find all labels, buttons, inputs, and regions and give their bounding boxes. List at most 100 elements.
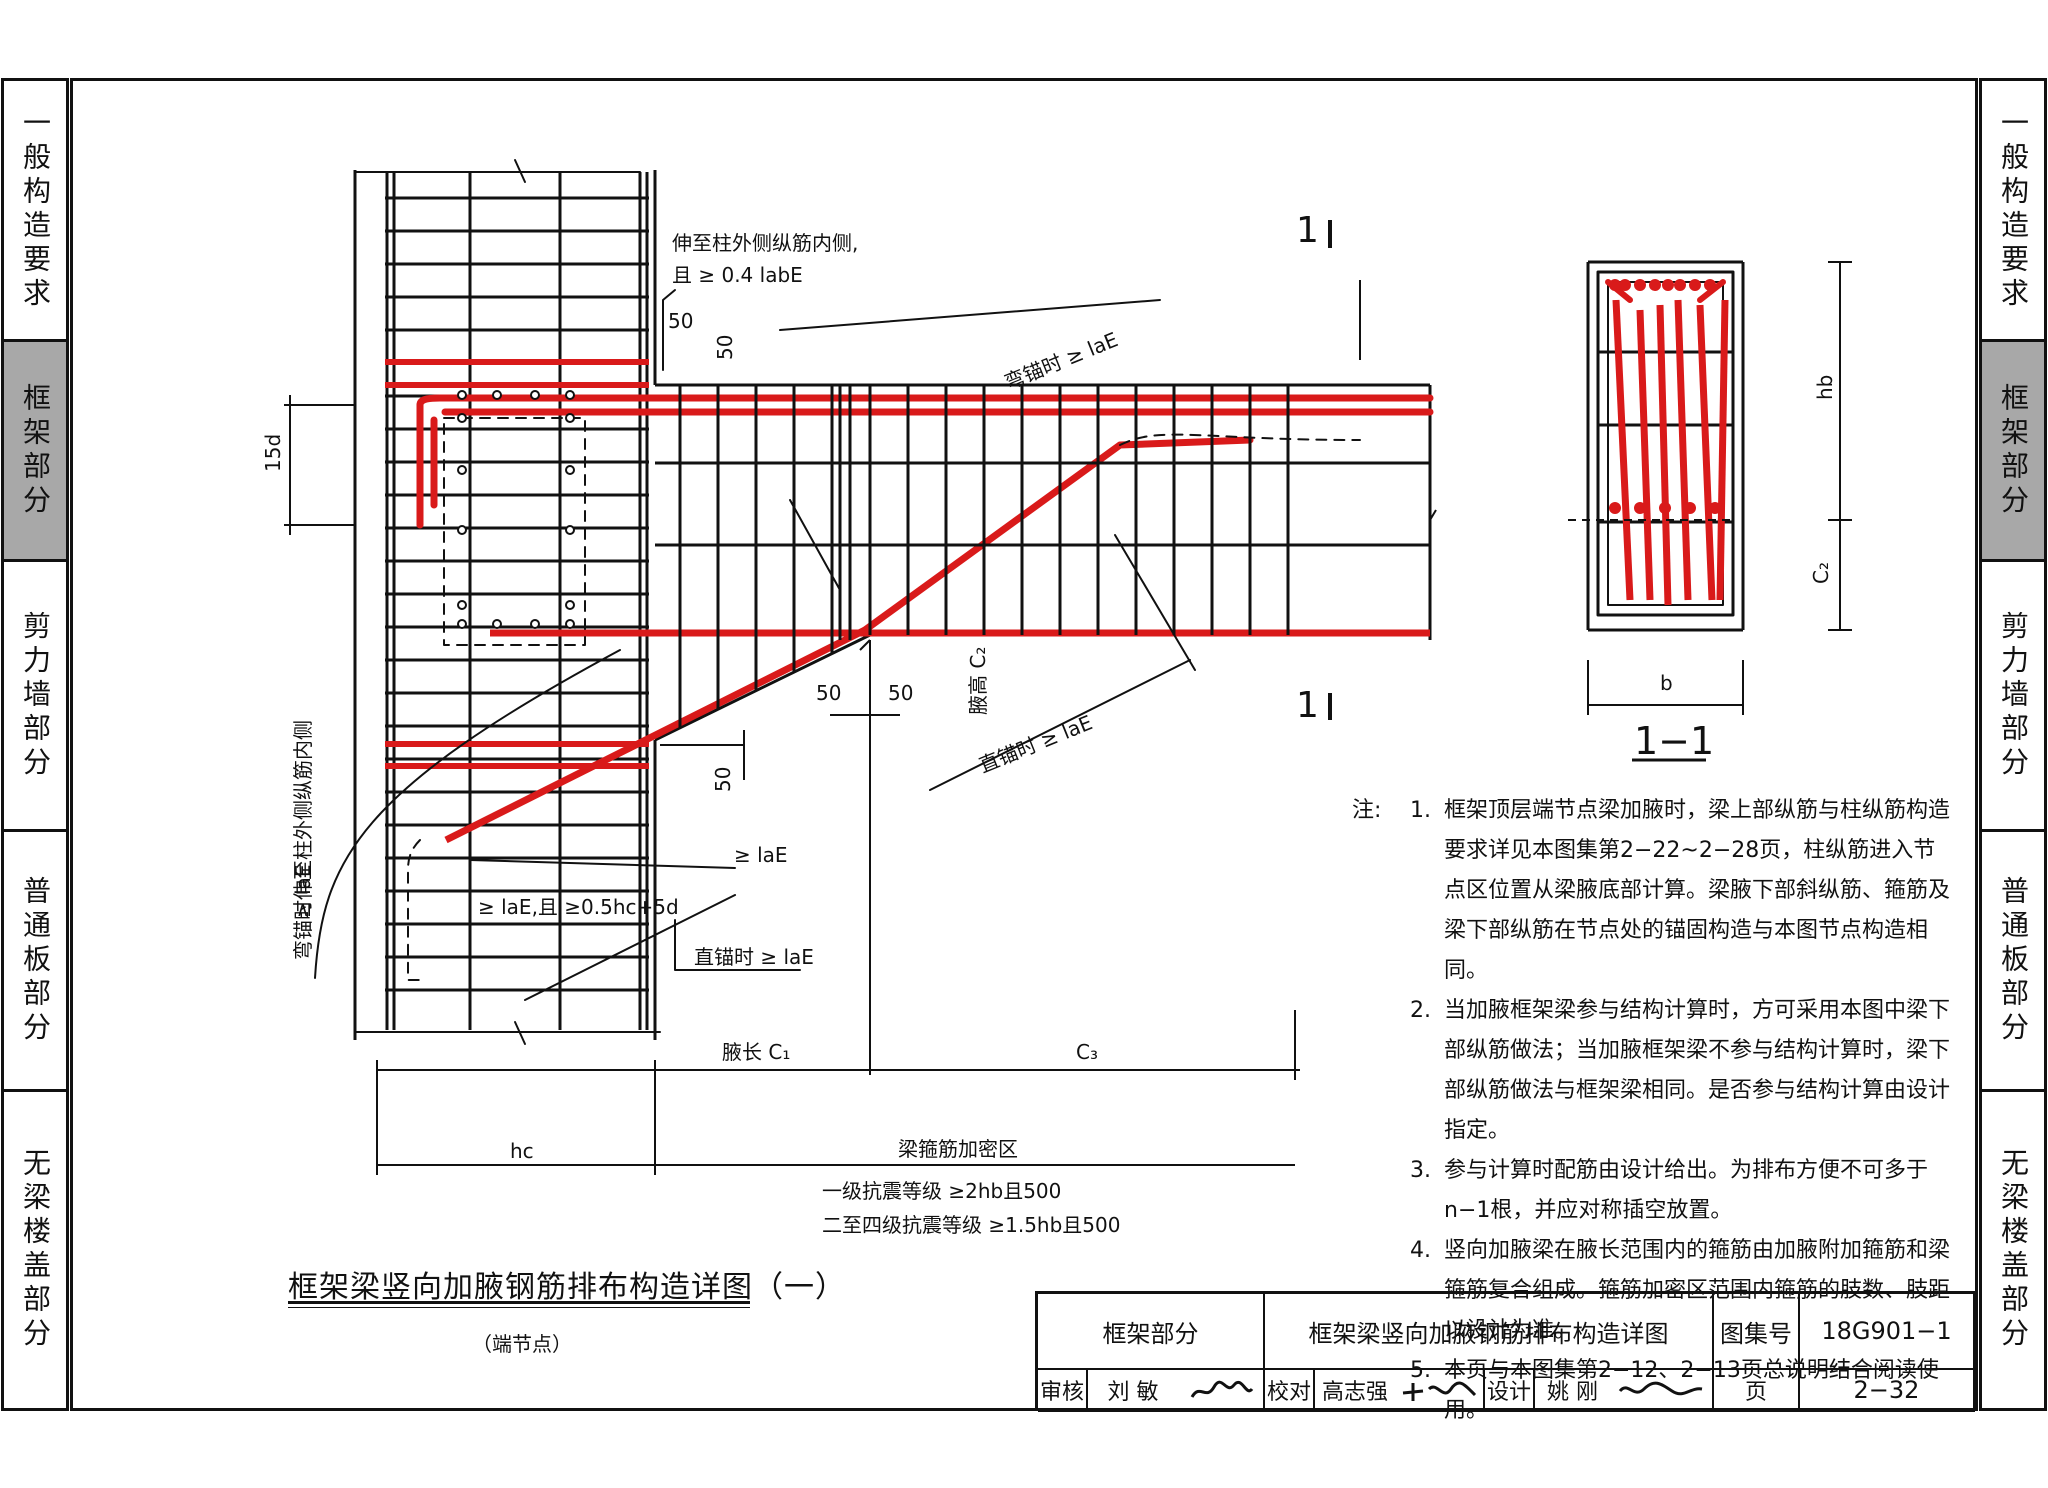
label-left-vertical-2: ≥ laE [291,864,315,918]
left-tab-4[interactable]: 普通板部分 [4,832,66,1092]
section-mark-top: 1 [1296,210,1319,251]
dense-rule-2: 二至四级抗震等级 ≥1.5hb且500 [822,1213,1120,1237]
label-ge-lae-combo: ≥ laE,且 ≥0.5hc+5d [478,895,679,919]
dim-15d: 15d [261,434,285,472]
leader-bend-anchor [779,299,1161,331]
section-haunch-bar [1656,304,1672,606]
note-prefix: 注: [1352,798,1382,823]
left-tab-3[interactable]: 剪力墙部分 [4,562,66,832]
label-straight-anchor-lower: 直锚时 ≥ laE [694,945,814,969]
tb-review-label: 审核 [1038,1370,1088,1412]
note-number: 2. [1410,998,1431,1023]
dense-rule-1: 一级抗震等级 ≥2hb且500 [822,1179,1061,1203]
tb-reviewer: 刘 敏 [1088,1370,1178,1412]
figure-title: 框架梁竖向加腋钢筋排布构造详图（一） [288,1270,846,1305]
tb-atlas-no: 18G901−1 [1800,1294,1975,1370]
dim-haunch-length: 腋长 C₁ [722,1040,790,1064]
leader-left-vertical [314,649,621,979]
leader-ge-lae [469,859,736,869]
bar-section-circle [457,465,467,475]
note-number: 4. [1410,1238,1431,1263]
left-tab-label: 普通板部分 [19,875,52,1046]
note-number: 5. [1410,1358,1431,1383]
checker-signature-mark [1402,1381,1477,1401]
bottom-anchor-dashed-hook [407,839,421,981]
note-text: 竖向加腋梁在腋长范围内的箍筋由加腋附加箍筋和梁箍筋复合组成。箍筋加密区范围内箍筋… [1444,1238,1951,1343]
right-tab-label: 框架部分 [1997,382,2030,519]
section-mark-bottom: 1 [1296,685,1319,726]
column-bottom-break-mark [514,1021,526,1045]
right-tab-strip: 一般构造要求框架部分剪力墙部分普通板部分无梁楼盖部分 [1979,78,2047,1411]
section-red-hook-right [1697,279,1726,303]
reviewer-signature-mark [1190,1380,1253,1398]
section-bottom-bar [1634,502,1646,514]
dim-50-c: 50 [816,681,841,705]
tb-checker-signature [1395,1370,1485,1412]
label-left-vertical-1: 弯锚时伸至柱外侧纵筋内侧 [291,720,315,960]
note-number: 1. [1410,798,1431,823]
section-top-bar [1649,279,1661,291]
section-top-bar [1619,279,1631,291]
label-straight-anchor-right: 直锚时 ≥ laE [975,710,1095,777]
tb-designer: 姚 刚 [1535,1370,1610,1412]
bar-section-circle [565,465,575,475]
label-ge-lae: ≥ laE [734,843,788,867]
leader-straight-lower [674,919,801,971]
right-tab-2[interactable]: 框架部分 [1982,342,2044,562]
section-top-bar [1689,279,1701,291]
right-tab-5[interactable]: 无梁楼盖部分 [1982,1092,2044,1408]
bar-section-circle [530,619,540,629]
tb-checker: 高志强 [1315,1370,1395,1412]
dim-50-d: 50 [888,681,913,705]
tb-design-label: 设计 [1485,1370,1535,1412]
bar-section-circle [565,390,575,400]
tb-drawing-title: 框架梁竖向加腋钢筋排布构造详图 [1265,1294,1714,1370]
dim-c3: C₃ [1076,1040,1098,1064]
bar-section-circle [565,525,575,535]
section-haunch-bar [1612,299,1634,601]
bar-section-circle [457,413,467,423]
leader-haunch-right [1114,534,1196,671]
note-item: 注:1.框架顶层端节点梁加腋时，梁上部纵筋与柱纵筋构造要求详见本图集第2−22~… [1352,791,1952,991]
haunch-slope-edge [654,633,871,742]
note-item: 2.当加腋框架梁参与结构计算时，方可采用本图中梁下部纵筋做法；当加腋框架梁不参与… [1352,991,1952,1151]
bar-section-circle [565,413,575,423]
section-top-bar [1634,279,1646,291]
note-item: 5. 本页与本图集第2−12、2−13页总说明结合阅读使用。 [1352,1351,1952,1431]
figure-title-underline-thin [288,1307,750,1308]
dim-50-a: 50 [668,309,693,333]
right-tab-label: 无梁楼盖部分 [1997,1148,2030,1352]
left-tab-1[interactable]: 一般构造要求 [4,81,66,342]
label-extend-outer-2: 且 ≥ 0.4 labE [672,263,803,287]
tb-page-no: 2−32 [1800,1370,1975,1412]
joint-core-dashed-box [443,417,586,646]
title-block: 框架部分 框架梁竖向加腋钢筋排布构造详图 图集号 18G901−1 审核 刘 敏… [1035,1291,1975,1412]
section-stirrup-outer [1596,270,1735,617]
right-tab-4[interactable]: 普通板部分 [1982,832,2044,1092]
bar-section-circle [457,390,467,400]
note-prefix [1352,991,1410,1151]
tb-check-label: 校对 [1265,1370,1315,1412]
right-tab-label: 一般构造要求 [1997,108,2030,312]
tb-section: 框架部分 [1038,1294,1265,1370]
leader-combo [524,894,736,1001]
section-red-hook-left [1605,279,1633,303]
note-text: 本页与本图集第2−12、2−13页总说明结合阅读使用。 [1444,1358,1939,1423]
haunch-dashed-bar [1119,433,1361,446]
tb-designer-signature [1610,1370,1714,1412]
right-tab-3[interactable]: 剪力墙部分 [1982,562,2044,832]
section-haunch-bar [1696,304,1716,601]
bar-section-circle [565,600,575,610]
left-tab-2[interactable]: 框架部分 [4,342,66,562]
bar-section-circle [457,600,467,610]
note-item: 3.参与计算时配筋由设计给出。为排布方便不可多于n−1根，并应对称插空放置。 [1352,1151,1952,1231]
note-number: 3. [1410,1158,1431,1183]
right-tab-1[interactable]: 一般构造要求 [1982,81,2044,342]
right-tab-label: 剪力墙部分 [1997,610,2030,781]
tb-reviewer-signature [1178,1370,1265,1412]
left-tab-5[interactable]: 无梁楼盖部分 [4,1092,66,1408]
tb-atlas-label: 图集号 [1714,1294,1800,1370]
section-haunch-bar [1716,299,1729,601]
section-top-bar [1662,279,1674,291]
figure-title-underline [288,1301,750,1304]
